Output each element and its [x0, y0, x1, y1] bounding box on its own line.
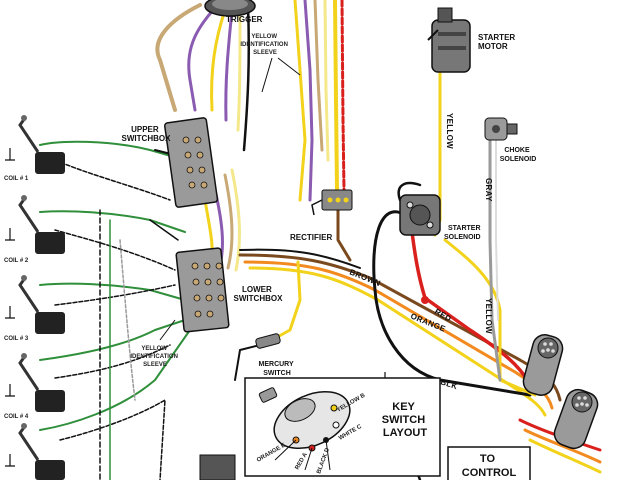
- wire-label-yellow-vertical: YELLOW: [445, 113, 454, 149]
- harness-connector-component: [522, 334, 564, 396]
- control-connector-component: [553, 388, 599, 450]
- upper-switchbox-component: [163, 117, 219, 208]
- rectifier-label: RECTIFIER: [290, 233, 332, 242]
- leader-arrows: [159, 57, 301, 341]
- component-labels: TRIGGER YELLOW IDENTIFICATION SLEEVE STA…: [4, 15, 536, 479]
- yellow-sleeve-top-label: YELLOW IDENTIFICATION SLEEVE: [240, 34, 289, 56]
- coil-3-component: [18, 275, 65, 334]
- starter-motor-component: [427, 7, 471, 73]
- mercury-switch-label: MERCURY SWITCH: [259, 361, 296, 377]
- coil-3-label: COIL # 3: [4, 336, 29, 342]
- wire-label-blk: BLK: [439, 377, 458, 391]
- starter-solenoid-component: [399, 194, 441, 304]
- starter-motor-label: STARTER MOTOR: [478, 33, 517, 51]
- choke-solenoid-label: CHOKE SOLENOID: [500, 147, 537, 163]
- coil-1-component: [18, 115, 65, 174]
- to-control-box: [447, 446, 531, 480]
- rectifier-component: [311, 189, 353, 216]
- coil-4-label: COIL # 4: [4, 414, 29, 420]
- coil-4-component: [18, 353, 65, 412]
- to-control-label: TO CONTROL: [462, 453, 517, 479]
- yellow-sleeve-bottom-label: YELLOW IDENTIFICATION SLEEVE: [130, 346, 179, 368]
- coil-1-label: COIL # 1: [4, 176, 29, 182]
- trigger-component: [204, 0, 256, 17]
- key-switch-layout-label: KEY SWITCH LAYOUT: [382, 401, 428, 439]
- coil-2-label: COIL # 2: [4, 258, 29, 264]
- wire-label-yellow-right: YELLOW: [484, 298, 493, 334]
- mercury-switch-component: [255, 333, 281, 349]
- coil-2-component: [18, 195, 65, 254]
- wire-label-gray: GRAY: [484, 178, 493, 202]
- upper-switchbox-label: UPPER SWITCHBOX: [122, 125, 172, 143]
- lower-switchbox-component: [175, 247, 230, 333]
- coil-5-component: [18, 423, 65, 480]
- trigger-label: TRIGGER: [226, 15, 263, 24]
- bottom-block-component: [199, 454, 236, 480]
- key-switch-layout-box: [244, 377, 441, 477]
- wire-color-labels: YELLOW GRAY YELLOW BROWN RED ORANGE BLK: [348, 113, 493, 391]
- ground-symbols: [5, 148, 391, 467]
- starter-solenoid-label: STARTER SOLENOID: [444, 225, 483, 241]
- lower-switchbox-label: LOWER SWITCHBOX: [234, 285, 284, 303]
- choke-solenoid-component: [484, 117, 518, 141]
